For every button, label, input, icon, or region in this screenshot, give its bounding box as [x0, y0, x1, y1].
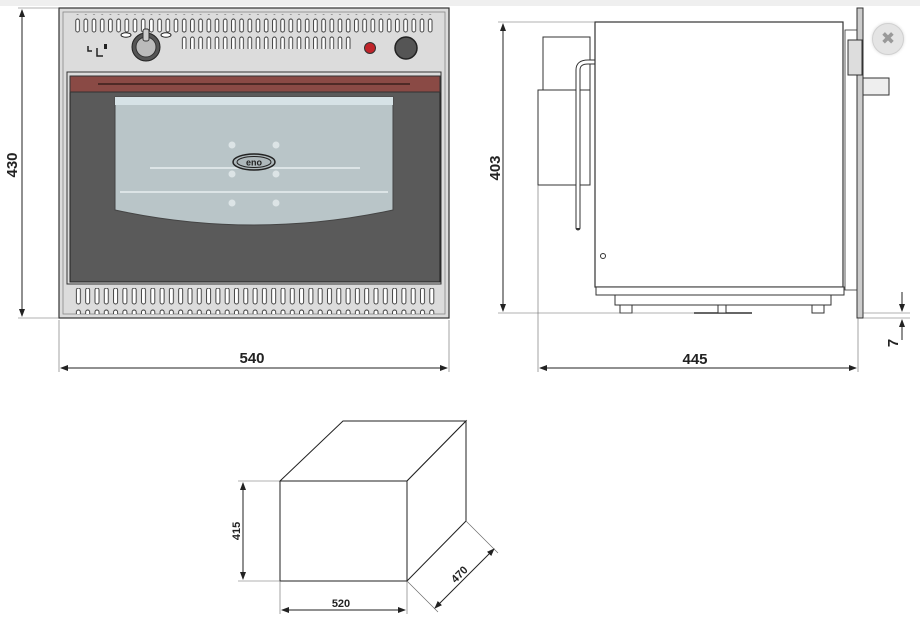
dim-flange: 7 [885, 339, 902, 347]
front-flange [856, 7, 864, 319]
side-view [537, 7, 890, 319]
top-strip [0, 0, 920, 6]
dim-cutout-height: 415 [231, 522, 243, 540]
control-knob[interactable] [120, 28, 172, 62]
brand-logo: eno [232, 153, 276, 171]
cutout-box [278, 419, 468, 583]
top-vent [73, 14, 435, 36]
indicator-light [364, 42, 376, 54]
bottom-vent [73, 288, 435, 314]
dim-cutout-depth: 470 [449, 564, 470, 585]
ignition-button[interactable] [394, 36, 418, 60]
front-dimensions: 430 540 [4, 7, 450, 372]
gas-symbol-icon [87, 44, 107, 57]
dim-front-width: 540 [239, 350, 264, 367]
expand-arrows-icon[interactable]: ✖ [872, 23, 904, 55]
oven-body-side [594, 21, 844, 288]
dim-side-depth: 445 [682, 351, 707, 368]
svg-text:eno: eno [246, 158, 263, 168]
dim-front-height: 430 [4, 152, 21, 177]
side-dimensions: 403 445 7 [487, 21, 910, 372]
dim-side-height: 403 [487, 155, 504, 180]
front-view: eno [58, 7, 450, 319]
top-vent-row2 [180, 31, 354, 49]
dim-cutout-width: 520 [332, 598, 350, 610]
